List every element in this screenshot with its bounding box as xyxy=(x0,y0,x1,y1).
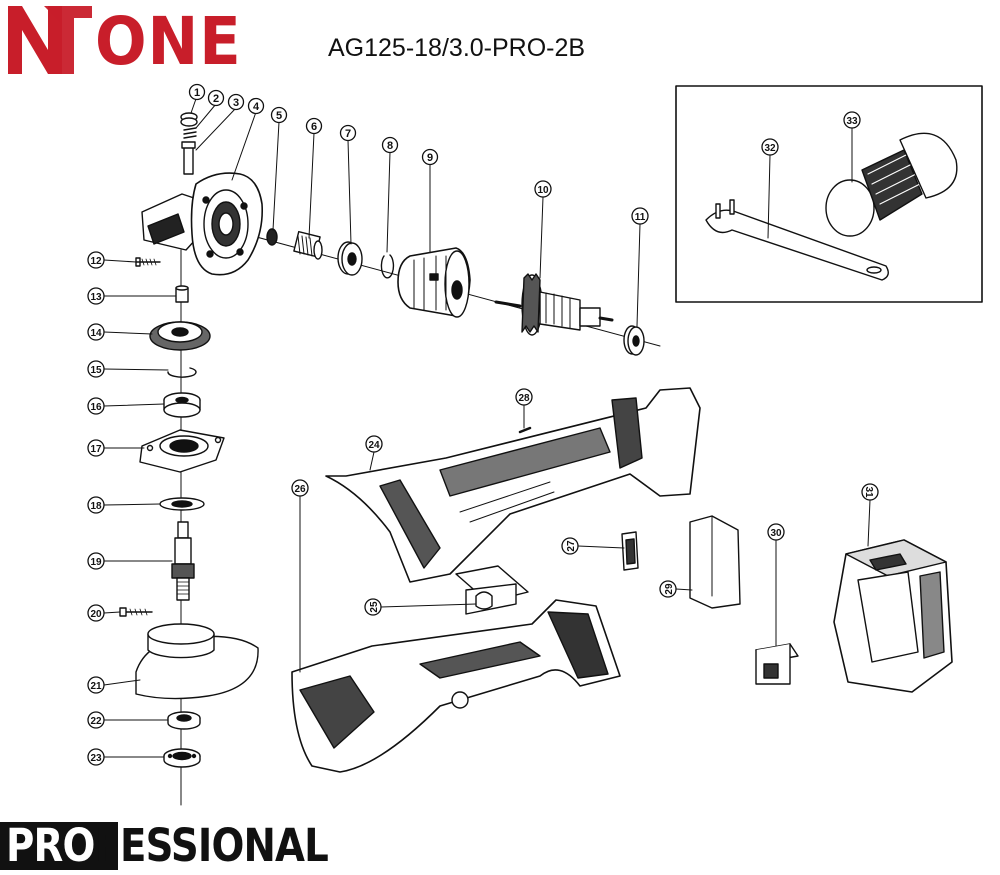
part-25-switch xyxy=(455,565,529,615)
part-26-lower-housing xyxy=(291,599,621,773)
part-30-terminal xyxy=(755,643,799,685)
pro-text: PRO xyxy=(6,819,95,872)
part-17-bearing-plate xyxy=(139,429,225,473)
callout-2: 2 xyxy=(213,93,219,105)
callout-25: 25 xyxy=(369,601,380,613)
fessional-text: FESSIONAL xyxy=(94,819,328,872)
callout-12: 12 xyxy=(90,256,102,267)
part-8-circlip xyxy=(380,254,395,279)
callout-28: 28 xyxy=(518,393,530,404)
part-11-bearing xyxy=(623,325,645,356)
part-24-housing-half xyxy=(325,387,701,583)
part-28-screw xyxy=(518,426,532,434)
callout-32: 32 xyxy=(764,143,776,154)
part-27-switch-module xyxy=(621,531,639,571)
callout-30: 30 xyxy=(770,528,782,539)
callout-numbers: 1 2 3 4 5 6 7 8 9 10 11 12 13 14 15 16 1… xyxy=(90,87,874,764)
callout-18: 18 xyxy=(90,501,102,512)
part-3-pin xyxy=(181,141,196,175)
part-19-spindle xyxy=(171,521,195,601)
accessories-frame xyxy=(675,85,983,303)
part-33-side-handle xyxy=(825,132,958,237)
callout-7: 7 xyxy=(345,128,351,140)
callout-31: 31 xyxy=(863,486,874,498)
professional-wordmark: PROFESSIONAL xyxy=(6,819,329,872)
pro-black-box xyxy=(0,822,118,870)
leader-lines xyxy=(103,95,871,758)
callout-5: 5 xyxy=(276,110,282,122)
callout-4: 4 xyxy=(253,101,260,113)
callout-1: 1 xyxy=(194,87,200,99)
callout-22: 22 xyxy=(90,716,102,727)
callout-29: 29 xyxy=(664,583,675,595)
callout-3: 3 xyxy=(233,97,239,109)
part-1-shape xyxy=(180,112,198,127)
model-number: AG125-18/3.0-PRO-2B xyxy=(328,34,586,62)
part-32-spanner xyxy=(705,199,889,281)
callout-6: 6 xyxy=(311,121,317,133)
part-13-bushing xyxy=(175,285,189,303)
callout-13: 13 xyxy=(90,292,102,303)
callout-16: 16 xyxy=(90,402,102,413)
callout-10: 10 xyxy=(537,185,549,196)
callout-27: 27 xyxy=(566,540,577,552)
callout-19: 19 xyxy=(90,557,102,568)
part-18-washer xyxy=(159,497,205,511)
part-16-bearing xyxy=(163,392,201,418)
part-9-stator xyxy=(397,247,471,318)
callout-11: 11 xyxy=(635,212,646,223)
part-15-circlip xyxy=(167,367,197,378)
callout-24: 24 xyxy=(368,440,380,451)
part-20-screw xyxy=(119,607,153,617)
part-31-battery xyxy=(833,539,953,693)
brand-logo-mark xyxy=(8,6,92,74)
part-14-bevel-gear xyxy=(149,321,211,351)
callout-circles xyxy=(87,83,879,766)
part-6-pinion xyxy=(293,230,323,260)
part-12-screw xyxy=(135,257,161,267)
callout-17: 17 xyxy=(90,444,102,455)
part-5-nut xyxy=(266,228,278,246)
part-2-spring xyxy=(183,127,197,139)
callout-23: 23 xyxy=(90,753,102,764)
callout-26: 26 xyxy=(294,484,306,495)
part-21-guard xyxy=(135,623,259,700)
brand-name: ONE xyxy=(95,3,242,80)
part-23-nut xyxy=(163,748,201,768)
part-7-bearing xyxy=(337,241,363,276)
callout-20: 20 xyxy=(90,609,102,620)
callout-21: 21 xyxy=(90,681,102,692)
part-4-gear-housing xyxy=(141,172,264,276)
callout-9: 9 xyxy=(427,152,433,164)
callout-15: 15 xyxy=(90,365,102,376)
part-29-plate xyxy=(689,515,741,609)
part-10-rotor xyxy=(494,273,614,336)
part-22-flange xyxy=(167,711,201,730)
callout-14: 14 xyxy=(90,328,102,339)
callout-33: 33 xyxy=(846,116,858,127)
callout-8: 8 xyxy=(387,140,393,152)
